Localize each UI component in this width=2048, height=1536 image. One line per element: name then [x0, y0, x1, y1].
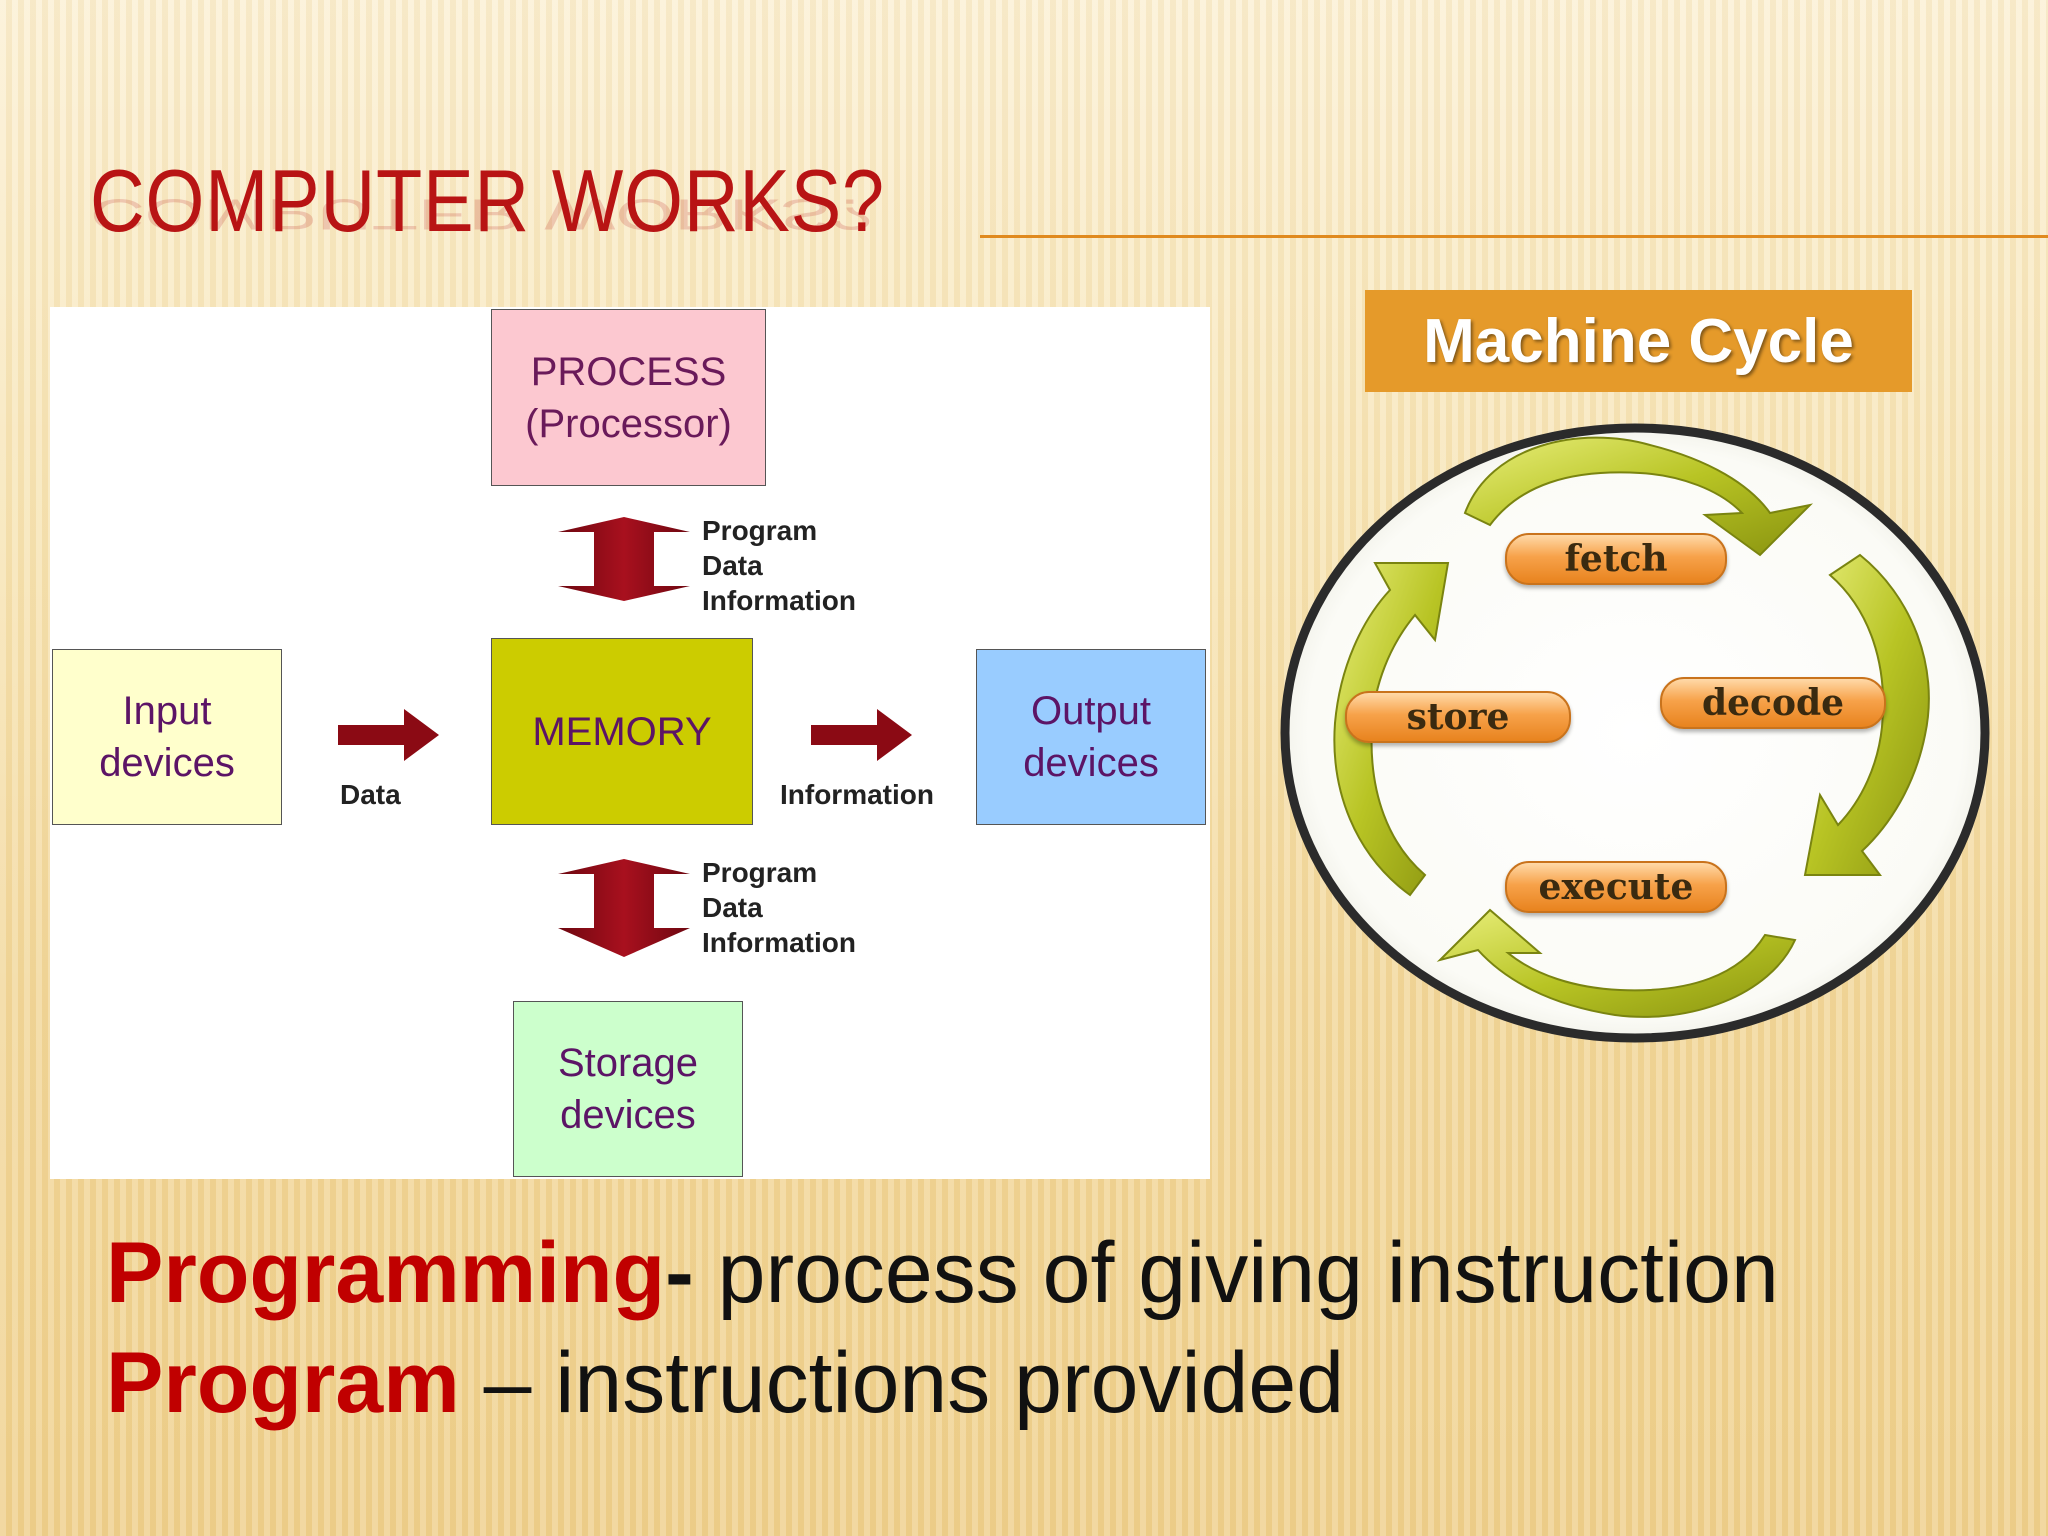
- process-label: PROCESS: [530, 349, 727, 394]
- cycle-plate: [1280, 423, 1990, 1043]
- memory-output-arrow: [811, 709, 912, 761]
- fetch-label: fetch: [1564, 538, 1668, 580]
- machine-cycle-title: Machine Cycle: [1423, 306, 1854, 376]
- output-devices-box: Output devices: [976, 649, 1206, 825]
- bottom-label-data: Data: [702, 892, 763, 923]
- process-box: PROCESS (Processor): [491, 309, 766, 486]
- input-memory-arrow: [338, 709, 439, 761]
- cycle-arrow-left: [1333, 562, 1450, 897]
- cycle-arrow-right: [1803, 553, 1930, 876]
- term-program: Program: [106, 1335, 460, 1432]
- bottom-label-information: Information: [702, 927, 856, 958]
- processor-label: (Processor): [525, 401, 732, 446]
- separator-program: –: [459, 1335, 532, 1432]
- decode-pill: decode: [1660, 677, 1886, 729]
- decode-label: decode: [1701, 682, 1845, 724]
- execute-pill: execute: [1505, 861, 1727, 913]
- separator-programming: -: [665, 1225, 694, 1321]
- top-label-information: Information: [702, 585, 856, 616]
- input-devices-box: Input devices: [52, 649, 282, 825]
- computer-diagram: PROCESS (Processor) MEMORY Input devices…: [50, 307, 1210, 1179]
- data-flow-label: Data: [340, 779, 401, 810]
- diagram-arrows: [338, 517, 912, 957]
- store-pill: store: [1345, 691, 1571, 743]
- definition-program: Program – instructions provided: [106, 1328, 2006, 1438]
- storage-devices-box: Storage devices: [513, 1001, 743, 1177]
- memory-label: MEMORY: [532, 709, 712, 754]
- definitions: Programming- process of giving instructi…: [106, 1218, 2006, 1438]
- cycle-graphic: [1280, 423, 1990, 1043]
- term-programming: Programming: [106, 1225, 666, 1321]
- execute-label: execute: [1538, 866, 1694, 908]
- title-rule: [980, 235, 2048, 238]
- output-label: Output: [1030, 689, 1152, 733]
- cycle-arrow-bottom: [1436, 908, 1797, 1018]
- output-devices-label: devices: [1023, 741, 1159, 785]
- text-programming: process of giving instruction: [693, 1225, 1779, 1321]
- input-label: Input: [122, 689, 212, 733]
- memory-storage-arrow: [558, 859, 690, 957]
- storage-devices-label: devices: [560, 1093, 696, 1137]
- top-arrow-labels: Program Data Information: [702, 513, 856, 618]
- storage-label: Storage: [557, 1041, 699, 1085]
- bottom-arrow-labels: Program Data Information: [702, 855, 856, 960]
- bottom-label-program: Program: [702, 857, 818, 888]
- definition-programming: Programming- process of giving instructi…: [106, 1218, 2006, 1328]
- top-label-program: Program: [702, 515, 818, 546]
- top-label-data: Data: [702, 550, 763, 581]
- store-label: store: [1406, 696, 1510, 738]
- text-program: instructions provided: [531, 1335, 1345, 1432]
- process-memory-arrow: [558, 517, 690, 601]
- machine-cycle-badge: Machine Cycle: [1365, 290, 1912, 392]
- fetch-pill: fetch: [1505, 533, 1727, 585]
- slide-title: COMPUTER WORKS?: [90, 151, 885, 250]
- memory-box: MEMORY: [491, 638, 753, 825]
- machine-cycle-diagram: fetch decode store execute: [1250, 405, 1990, 1055]
- information-flow-label: Information: [780, 779, 934, 810]
- input-devices-label: devices: [99, 741, 235, 785]
- cycle-arrow-top: [1463, 436, 1814, 557]
